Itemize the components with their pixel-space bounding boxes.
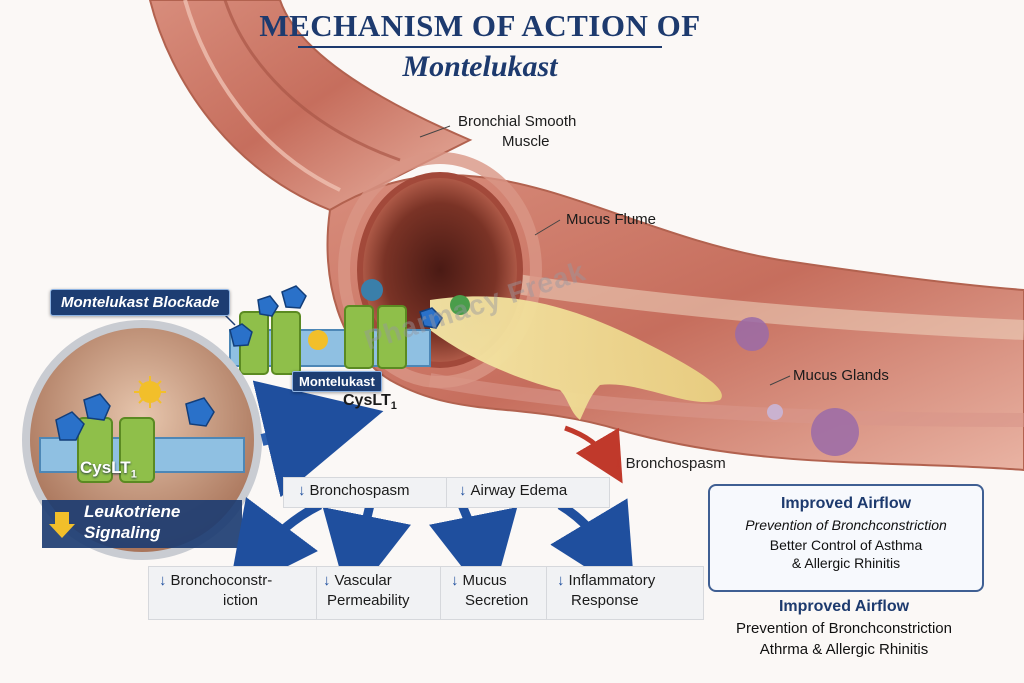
montelukast-badge: Montelukast bbox=[292, 371, 382, 392]
effect-bronchospasm: ↓Bronchospasm bbox=[283, 477, 457, 508]
label-bronchial-smooth-muscle: Bronchial Smooth bbox=[458, 113, 577, 130]
outcome-line-3: & Allergic Rhinitis bbox=[791, 555, 901, 571]
leukotriene-star-icon bbox=[308, 330, 328, 350]
down-arrow-icon bbox=[49, 512, 75, 538]
inset-cyslt1-label: CysLT1 bbox=[80, 458, 137, 481]
outcome-secondary-heading: Improved Airflow bbox=[778, 598, 910, 615]
outcome-secondary-line-2: Athrma & Allergic Rhinitis bbox=[759, 641, 929, 658]
outcome-line-1: Prevention of Bronchconstriction bbox=[745, 517, 947, 533]
title-line-1: MECHANISM OF ACTION OF bbox=[259, 8, 701, 43]
mucus-gland bbox=[735, 317, 769, 351]
leukotriene-label: Leukotriene bbox=[84, 502, 181, 521]
title-rule bbox=[298, 46, 662, 48]
effect-bronchoconstriction: ↓Bronchoconstr-iction bbox=[148, 566, 320, 620]
montelukast-molecule bbox=[229, 323, 253, 347]
mucus-gland bbox=[811, 408, 859, 456]
montelukast-blockade-badge: Montelukast Blockade bbox=[50, 289, 231, 316]
outcome-panel: Improved Airflow Prevention of Bronchcon… bbox=[708, 484, 984, 592]
effect-airway-edema: ↓Airway Edema bbox=[446, 477, 610, 508]
mucus-flow bbox=[430, 296, 722, 420]
bronchospasm-arrow bbox=[564, 425, 623, 484]
cyslt1-label: CysLT1 bbox=[343, 392, 397, 413]
outcome-line-2: Better Control of Asthma bbox=[769, 537, 923, 553]
label-mucus-glands: Mucus Glands bbox=[793, 367, 889, 384]
outcome-heading: Improved Airflow bbox=[780, 495, 912, 512]
outcome-secondary: Improved Airflow Prevention of Bronchcon… bbox=[708, 598, 980, 658]
leukotriene-label-2: Signaling bbox=[84, 523, 161, 542]
label-mucus-flume: Mucus Flume bbox=[566, 211, 657, 228]
label-bronchospasm: ↓ Bronchospasm bbox=[614, 455, 726, 472]
label-bronchial-smooth-muscle-2: Muscle bbox=[502, 133, 550, 150]
outcome-secondary-line-1: Prevention of Bronchconstriction bbox=[736, 620, 952, 637]
title-line-2: Montelukast bbox=[402, 50, 558, 83]
